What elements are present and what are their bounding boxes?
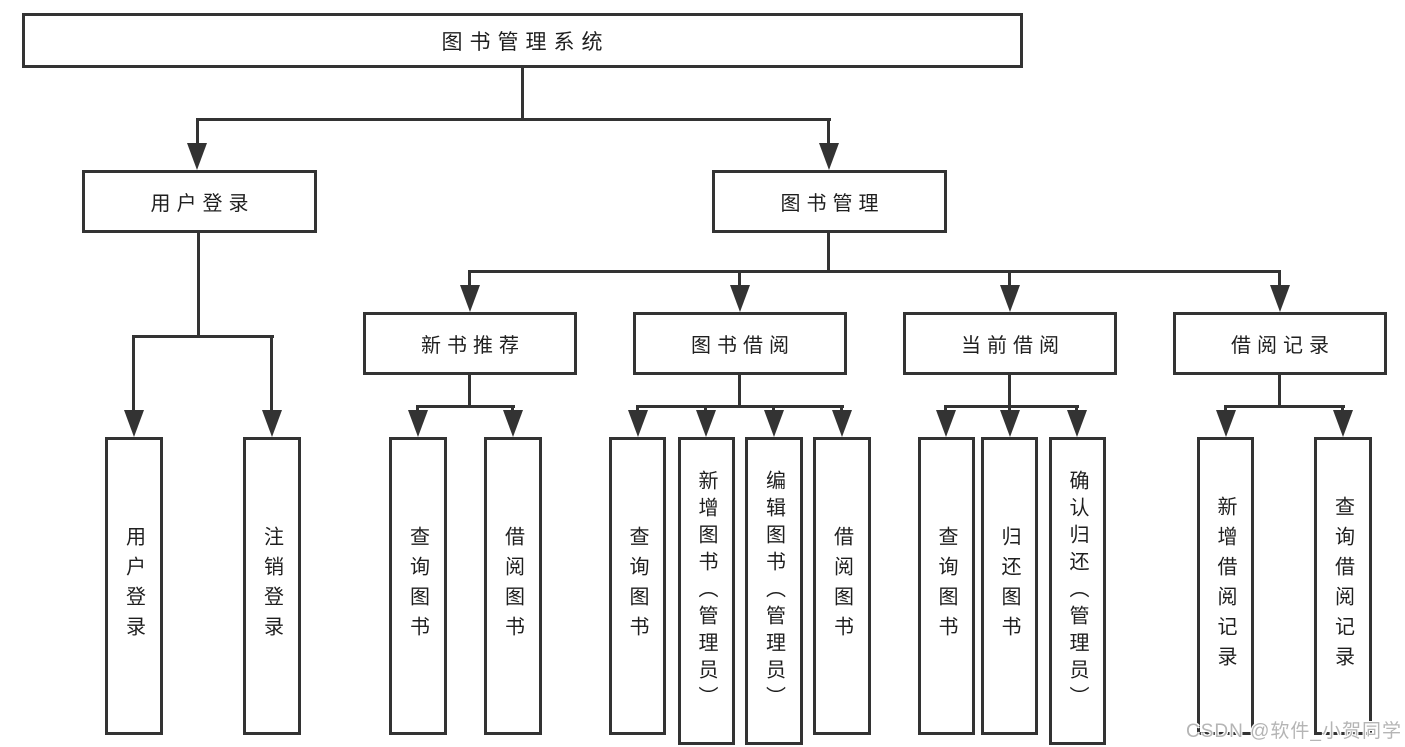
connector-line [511, 405, 514, 412]
node-return-books: 归还图书 [981, 437, 1038, 735]
connector-line [416, 405, 419, 412]
connector-line [270, 335, 273, 412]
connector-line [636, 405, 844, 408]
arrow-down-icon [1216, 410, 1236, 437]
connector-line [738, 270, 741, 287]
connector-line [197, 233, 200, 337]
arrow-down-icon [1000, 410, 1020, 437]
connector-line [840, 405, 843, 412]
arrow-down-icon [832, 410, 852, 437]
node-query-borrowing-record: 查询借阅记录 [1314, 437, 1372, 735]
arrow-down-icon [764, 410, 784, 437]
connector-line [1008, 405, 1011, 412]
connector-line [704, 405, 707, 412]
connector-line [1075, 405, 1078, 412]
arrow-down-icon [262, 410, 282, 437]
arrow-down-icon [408, 410, 428, 437]
connector-line [1278, 375, 1281, 407]
node-book-borrowing: 图书借阅 [633, 312, 847, 375]
node-current-borrowing: 当前借阅 [903, 312, 1117, 375]
arrow-down-icon [696, 410, 716, 437]
node-add-borrowing-record: 新增借阅记录 [1197, 437, 1254, 735]
connector-line [1278, 270, 1281, 287]
watermark: CSDN @软件_小贺同学 [1186, 721, 1402, 742]
connector-line [468, 375, 471, 407]
node-new-book-recommendation: 新书推荐 [363, 312, 577, 375]
connector-line [827, 233, 830, 272]
connector-line [417, 405, 515, 408]
arrow-down-icon [819, 143, 839, 170]
arrow-down-icon [1000, 285, 1020, 312]
connector-line [132, 335, 135, 412]
arrow-down-icon [1067, 410, 1087, 437]
connector-line [1341, 405, 1344, 412]
node-query-books-borrowing: 查询图书 [609, 437, 666, 735]
node-borrowing-records: 借阅记录 [1173, 312, 1387, 375]
connector-line [196, 118, 831, 121]
node-add-books-admin: 新增图书（管理员） [678, 437, 735, 745]
arrow-down-icon [936, 410, 956, 437]
node-confirm-return-admin: 确认归还（管理员） [1049, 437, 1106, 745]
arrow-down-icon [460, 285, 480, 312]
node-logout-action: 注销登录 [243, 437, 301, 735]
arrow-down-icon [503, 410, 523, 437]
connector-line [944, 405, 947, 412]
arrow-down-icon [628, 410, 648, 437]
arrow-down-icon [1270, 285, 1290, 312]
connector-line [772, 405, 775, 412]
connector-line [738, 375, 741, 407]
node-library-management-system: 图书管理系统 [22, 13, 1023, 68]
node-user-login-action: 用户登录 [105, 437, 163, 735]
connector-line [1224, 405, 1227, 412]
node-borrow-books-recommend: 借阅图书 [484, 437, 542, 735]
connector-line [1008, 270, 1011, 287]
connector-line [944, 405, 1079, 408]
arrow-down-icon [730, 285, 750, 312]
connector-line [636, 405, 639, 412]
connector-line [468, 270, 471, 287]
node-user-login: 用户登录 [82, 170, 317, 233]
node-query-books-recommend: 查询图书 [389, 437, 447, 735]
connector-line [132, 335, 274, 338]
arrow-down-icon [187, 143, 207, 170]
node-edit-books-admin: 编辑图书（管理员） [745, 437, 803, 745]
connector-line [1224, 405, 1345, 408]
connector-line [827, 118, 830, 145]
node-book-management: 图书管理 [712, 170, 947, 233]
node-query-books-current: 查询图书 [918, 437, 975, 735]
connector-line [468, 270, 1280, 273]
connector-line [521, 68, 524, 118]
node-borrow-books-borrowing: 借阅图书 [813, 437, 871, 735]
arrow-down-icon [1333, 410, 1353, 437]
arrow-down-icon [124, 410, 144, 437]
connector-line [1008, 375, 1011, 407]
connector-line [196, 118, 199, 145]
